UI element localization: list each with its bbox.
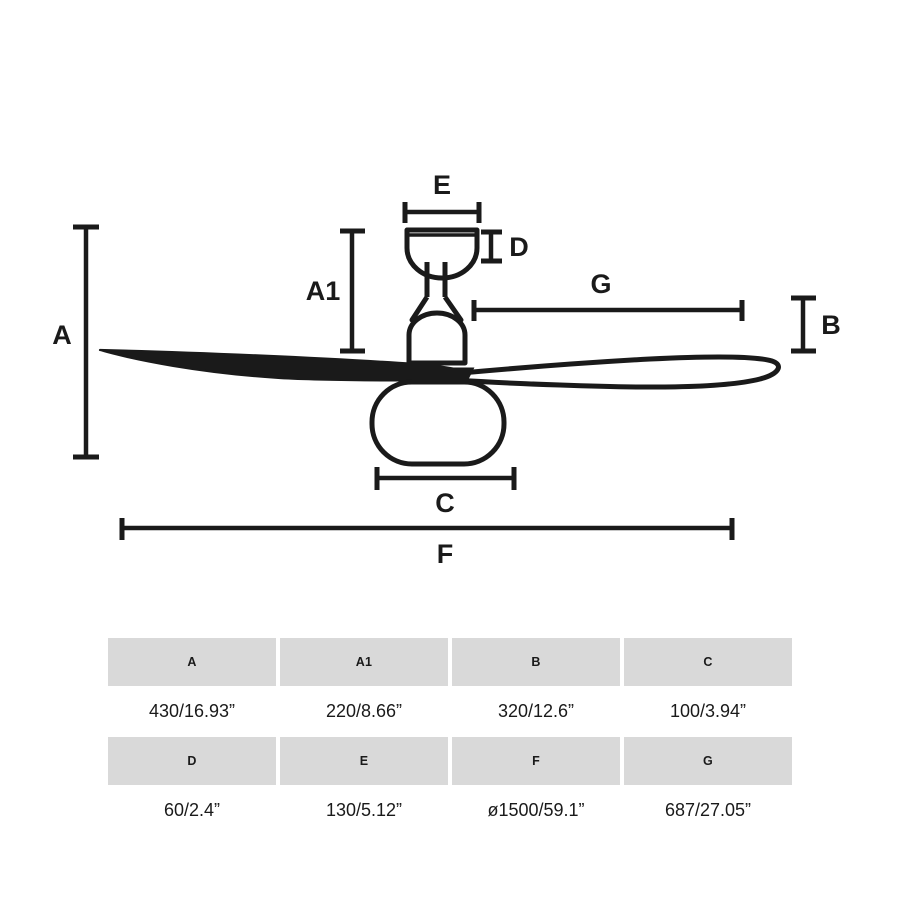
table-value-cell: 320/12.6” bbox=[452, 686, 620, 737]
dimension-A1: A1 bbox=[306, 228, 365, 354]
dimension-label-F: F bbox=[437, 539, 454, 569]
dimension-D: D bbox=[481, 229, 529, 264]
canopy bbox=[404, 227, 480, 281]
table-value-cell: 60/2.4” bbox=[108, 785, 276, 836]
dimension-G: G bbox=[471, 269, 745, 321]
table-header-row-2: D E F G bbox=[108, 737, 792, 785]
table-value-row-1: 430/16.93” 220/8.66” 320/12.6” 100/3.94” bbox=[108, 686, 792, 737]
dimension-label-G: G bbox=[590, 269, 611, 299]
table-header-cell: A bbox=[108, 638, 276, 686]
downrod bbox=[424, 262, 448, 297]
dimension-label-B: B bbox=[821, 310, 841, 340]
dimension-label-C: C bbox=[435, 488, 455, 518]
table-value-cell: 100/3.94” bbox=[624, 686, 792, 737]
table-value-row-2: 60/2.4” 130/5.12” ø1500/59.1” 687/27.05” bbox=[108, 785, 792, 836]
table-value-cell: 130/5.12” bbox=[280, 785, 448, 836]
blade-hub bbox=[405, 367, 475, 383]
table-value-cell: 430/16.93” bbox=[108, 686, 276, 737]
dimension-B: B bbox=[791, 295, 841, 354]
table-header-cell: C bbox=[624, 638, 792, 686]
table-header-cell: A1 bbox=[280, 638, 448, 686]
table-header-cell: B bbox=[452, 638, 620, 686]
dimension-E: E bbox=[402, 170, 482, 223]
motor-housing bbox=[406, 310, 468, 366]
table-header-cell: G bbox=[624, 737, 792, 785]
table-header-row-1: A A1 B C bbox=[108, 638, 792, 686]
table-header-cell: F bbox=[452, 737, 620, 785]
dimension-label-A: A bbox=[52, 320, 72, 350]
fan-technical-drawing: A A1 B C D bbox=[52, 170, 841, 569]
table-header-cell: D bbox=[108, 737, 276, 785]
dimensions-table: A A1 B C 430/16.93” 220/8.66” 320/12.6” … bbox=[108, 638, 792, 836]
dimension-label-A1: A1 bbox=[306, 276, 341, 306]
dimension-C: C bbox=[374, 467, 517, 518]
table-value-cell: 687/27.05” bbox=[624, 785, 792, 836]
fan-blade-right bbox=[415, 354, 781, 390]
table-value-cell: ø1500/59.1” bbox=[452, 785, 620, 836]
dimension-F: F bbox=[119, 518, 735, 569]
light-globe bbox=[369, 379, 507, 467]
table-header-cell: E bbox=[280, 737, 448, 785]
table-value-cell: 220/8.66” bbox=[280, 686, 448, 737]
dimension-label-E: E bbox=[433, 170, 451, 200]
dimension-label-D: D bbox=[509, 232, 529, 262]
dimension-A: A bbox=[52, 224, 99, 460]
